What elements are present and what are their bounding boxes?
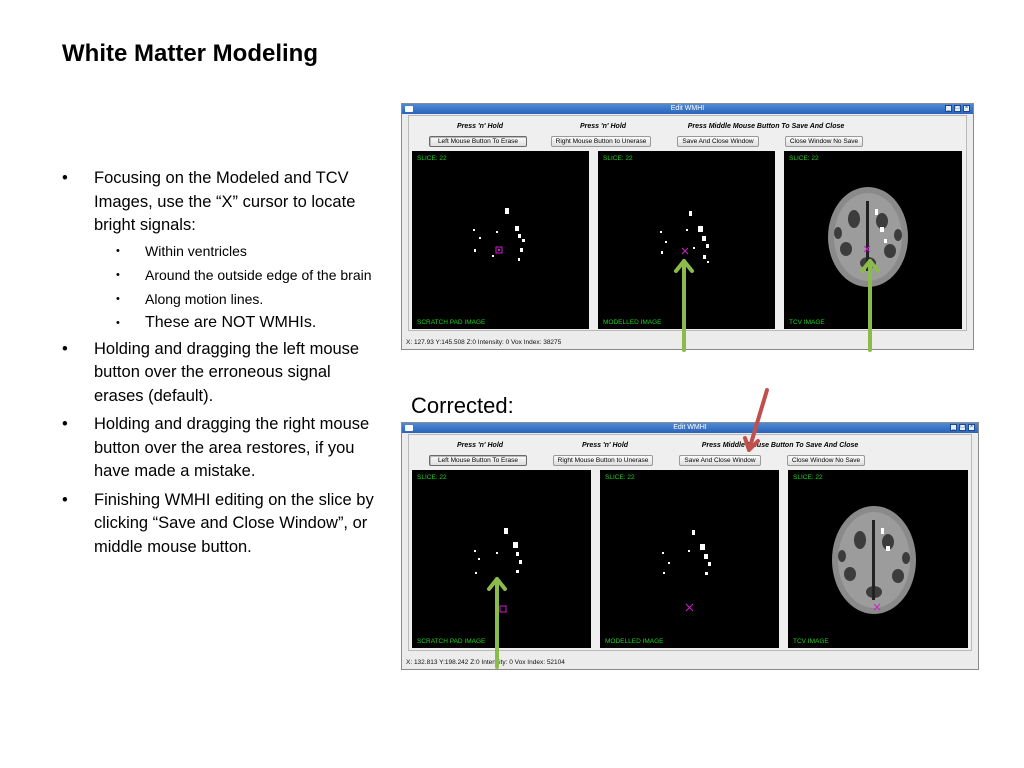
close-icon[interactable]: × (963, 105, 970, 112)
pane-name: SCRATCH PAD IMAGE (417, 319, 486, 326)
sub-bullet-item: Around the outside edge of the brain (94, 265, 380, 285)
slice-label: SLICE: 22 (793, 474, 823, 481)
middle-button-label: Press Middle Mouse Button To Save And Cl… (687, 123, 845, 130)
tcv-image (832, 506, 916, 614)
close-no-save-button[interactable]: Close Window No Save (787, 455, 865, 466)
pane-name: MODELLED IMAGE (603, 319, 662, 326)
window-titlebar[interactable]: Edit WMHI _ □ × (402, 423, 978, 433)
bullet-text: Holding and dragging the left mouse butt… (94, 339, 360, 405)
edit-wmhi-window-before: Edit WMHI _ □ × Press 'n' Hold Press 'n'… (401, 103, 974, 350)
editor-panel: Press 'n' Hold Press 'n' Hold Press Midd… (408, 115, 967, 331)
hold-label-right: Press 'n' Hold (581, 442, 629, 449)
modelled-image (660, 211, 709, 263)
hold-label-left: Press 'n' Hold (456, 123, 504, 130)
bullet-text: Finishing WMHI editing on the slice by c… (94, 490, 374, 556)
slice-label: SLICE: 22 (417, 155, 447, 162)
x-cursor-icon (681, 247, 689, 255)
edit-wmhi-window-corrected: Edit WMHI _ □ × Press 'n' Hold Press 'n'… (401, 422, 979, 670)
sub-bullet-item: Within ventricles (94, 241, 380, 261)
tcv-image-pane[interactable]: SLICE: 22 TCV IMAGE (784, 151, 962, 329)
scratch-pad-pane[interactable]: SLICE: 22 SCRATCH PAD IMAGE (412, 470, 591, 648)
corrected-caption: Corrected: (411, 393, 514, 418)
status-bar: X: 132.813 Y:198.242 Z:0 Intensity: 0 Vo… (406, 659, 565, 666)
pane-name: MODELLED IMAGE (605, 638, 664, 645)
bullet-list: Focusing on the Modeled and TCV Images, … (62, 167, 380, 564)
save-and-close-button[interactable]: Save And Close Window (679, 455, 761, 466)
bullet-text: Holding and dragging the right mouse but… (94, 415, 370, 480)
erase-cursor-icon (499, 605, 507, 613)
pane-name: TCV IMAGE (789, 319, 825, 326)
erase-button[interactable]: Left Mouse Button To Erase (429, 455, 527, 466)
scratch-pad-image (474, 528, 522, 613)
bullet-item: Focusing on the Modeled and TCV Images, … (62, 167, 380, 333)
tcv-image-pane[interactable]: SLICE: 22 TCV IMAGE (788, 470, 968, 648)
save-and-close-button[interactable]: Save And Close Window (677, 136, 759, 147)
hold-label-left: Press 'n' Hold (456, 442, 504, 449)
editor-panel: Press 'n' Hold Press 'n' Hold Press Midd… (408, 434, 972, 651)
pane-name: SCRATCH PAD IMAGE (417, 638, 486, 645)
maximize-icon[interactable]: □ (954, 105, 961, 112)
modelled-image (662, 530, 711, 612)
sub-bullet-item: Along motion lines. (94, 289, 380, 309)
minimize-icon[interactable]: _ (950, 424, 957, 431)
bullet-item: Holding and dragging the left mouse butt… (62, 338, 380, 409)
slice-label: SLICE: 22 (417, 474, 447, 481)
window-title: Edit WMHI (673, 424, 707, 431)
close-icon[interactable]: × (968, 424, 975, 431)
slide-title: White Matter Modeling (62, 40, 318, 67)
middle-button-label: Press Middle Mouse Button To Save And Cl… (701, 442, 859, 449)
x-cursor-icon (873, 603, 881, 611)
x-cursor-icon (863, 245, 871, 253)
status-bar: X: 127.93 Y:145.508 Z:0 Intensity: 0 Vox… (406, 339, 562, 346)
window-controls: _ □ × (945, 105, 970, 112)
sub-bullet-list: Within ventricles Around the outside edg… (94, 241, 380, 333)
sub-bullet-item: These are NOT WMHIs. (94, 313, 380, 333)
tcv-image (828, 187, 908, 287)
window-titlebar[interactable]: Edit WMHI _ □ × (402, 104, 973, 114)
unerase-button[interactable]: Right Mouse Button to Unerase (553, 455, 653, 466)
slice-label: SLICE: 22 (605, 474, 635, 481)
unerase-button[interactable]: Right Mouse Button to Unerase (551, 136, 651, 147)
erase-cursor-icon (495, 246, 503, 254)
bullet-text: Focusing on the Modeled and TCV Images, … (94, 169, 356, 234)
minimize-icon[interactable]: _ (945, 105, 952, 112)
window-title: Edit WMHI (670, 105, 705, 112)
pane-name: TCV IMAGE (793, 638, 829, 645)
window-menu-icon[interactable] (405, 425, 413, 431)
erase-button[interactable]: Left Mouse Button To Erase (429, 136, 527, 147)
scratch-pad-pane[interactable]: SLICE: 22 SCRATCH PAD IMAGE (412, 151, 589, 329)
window-controls: _ □ × (950, 424, 975, 431)
maximize-icon[interactable]: □ (959, 424, 966, 431)
scratch-pad-image (473, 208, 525, 261)
window-menu-icon[interactable] (405, 106, 413, 112)
bullet-item: Holding and dragging the right mouse but… (62, 413, 380, 484)
modelled-image-pane[interactable]: SLICE: 22 MODELLED IMAGE (600, 470, 779, 648)
modelled-image-pane[interactable]: SLICE: 22 MODELLED IMAGE (598, 151, 775, 329)
slice-label: SLICE: 22 (603, 155, 633, 162)
bullet-item: Finishing WMHI editing on the slice by c… (62, 489, 380, 560)
hold-label-right: Press 'n' Hold (579, 123, 627, 130)
close-no-save-button[interactable]: Close Window No Save (785, 136, 863, 147)
slice-label: SLICE: 22 (789, 155, 819, 162)
x-cursor-icon (685, 603, 694, 612)
